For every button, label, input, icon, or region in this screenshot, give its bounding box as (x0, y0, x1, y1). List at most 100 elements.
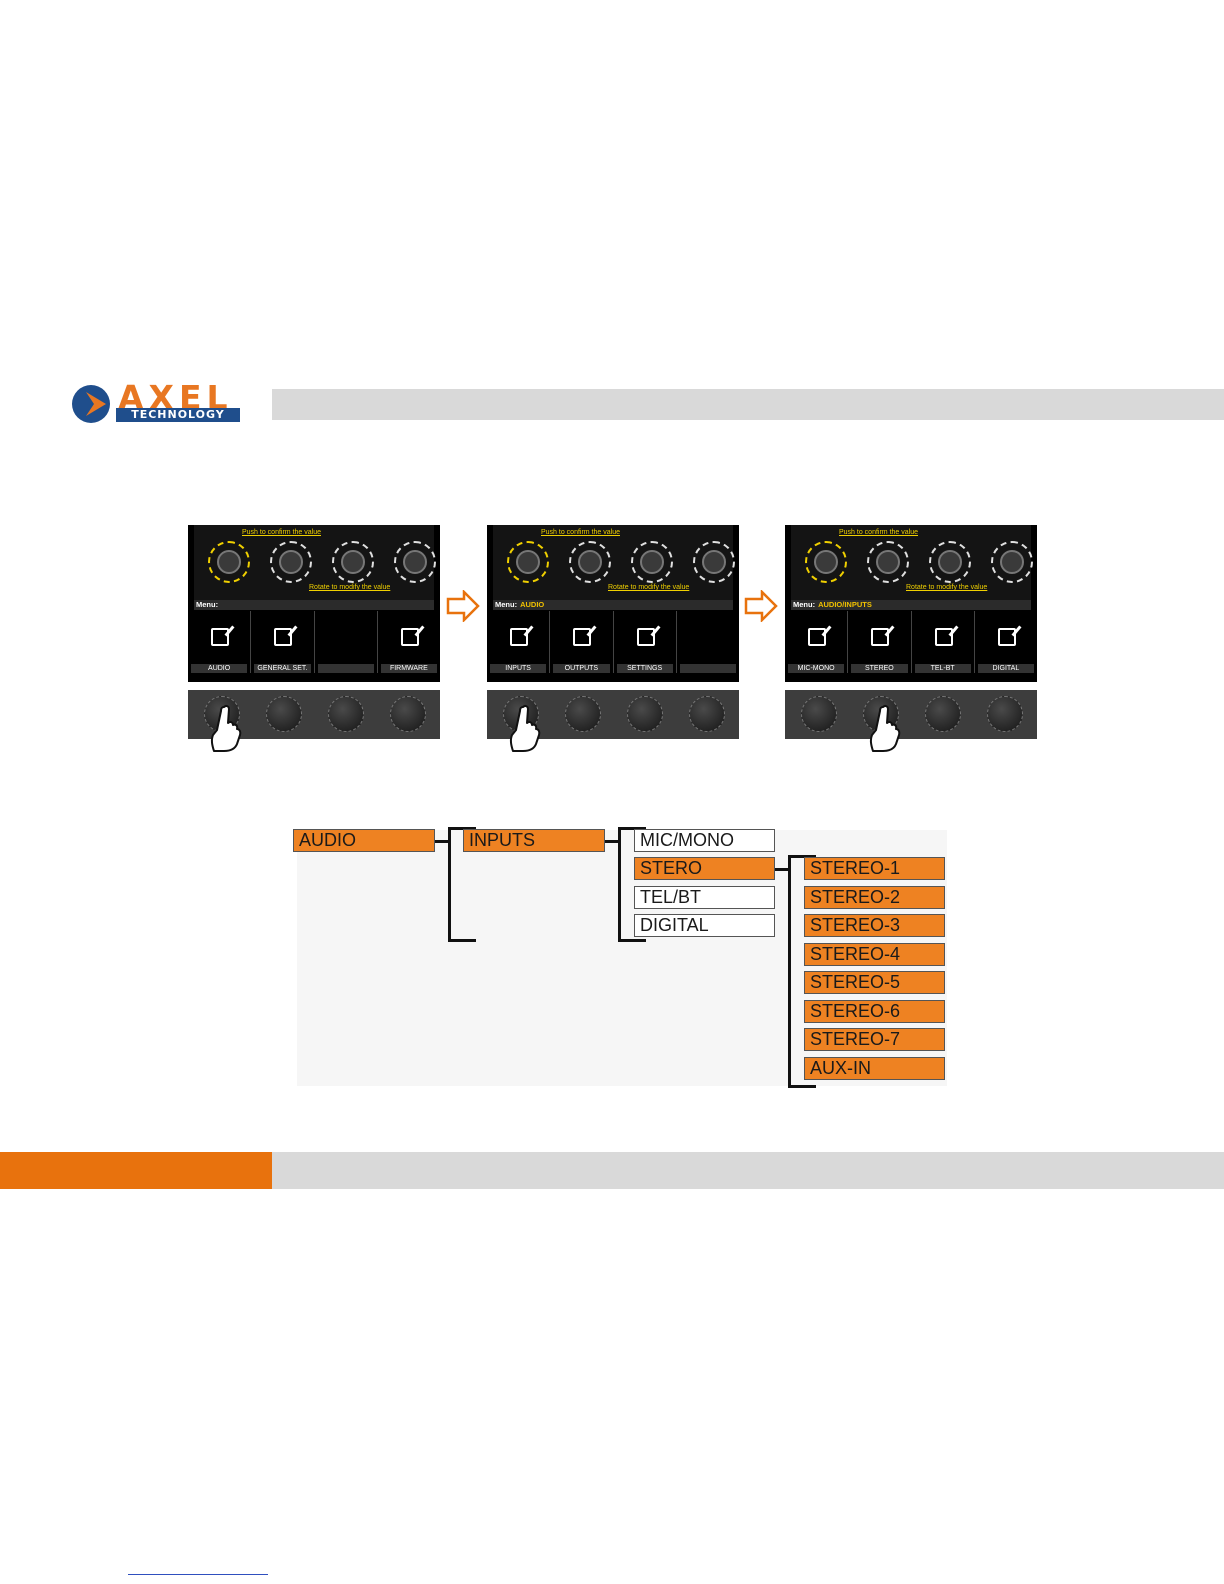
screen-knob-icon (991, 541, 1033, 583)
hardware-knob[interactable] (565, 696, 601, 732)
screen-knob-icon (208, 541, 250, 583)
tree-node-tel-bt: TEL/BT (634, 886, 775, 909)
hardware-knob[interactable] (987, 696, 1023, 732)
menu-cell[interactable]: STEREO (848, 611, 911, 673)
menu-cell-label: FIRMWARE (381, 664, 437, 673)
edit-icon (211, 628, 229, 646)
tree-bracket (788, 855, 791, 1088)
screen-knob-icon (569, 541, 611, 583)
screen-knob-icon (805, 541, 847, 583)
edit-icon (510, 628, 528, 646)
hardware-knob[interactable] (390, 696, 426, 732)
edit-icon (871, 628, 889, 646)
edit-icon (274, 628, 292, 646)
menu-cell[interactable]: OUTPUTS (550, 611, 613, 673)
menu-cells: INPUTS OUTPUTS SETTINGS (487, 611, 739, 673)
screen-knob-icon (867, 541, 909, 583)
push-hint: Push to confirm the value (242, 529, 321, 536)
hardware-knob[interactable] (925, 696, 961, 732)
menu-line: Menu:AUDIO/INPUTS (791, 600, 1031, 610)
pointing-hand-icon (507, 704, 541, 752)
hardware-knob[interactable] (627, 696, 663, 732)
menu-path: AUDIO (520, 600, 544, 609)
footer-bar (272, 1152, 1224, 1189)
menu-cell (315, 611, 378, 673)
menu-cell[interactable]: DIGITAL (975, 611, 1037, 673)
menu-cells: MIC-MONO STEREO TEL-BT DIGITAL (785, 611, 1037, 673)
menu-cell-label: MIC-MONO (788, 664, 844, 673)
hardware-knob[interactable] (689, 696, 725, 732)
menu-path: AUDIO/INPUTS (818, 600, 872, 609)
tree-node-aux-in: AUX-IN (804, 1057, 945, 1080)
edit-icon (935, 628, 953, 646)
edit-icon (808, 628, 826, 646)
tree-node-stereo-7: STEREO-7 (804, 1028, 945, 1051)
screen-knob-icon (270, 541, 312, 583)
menu-cell-label: GENERAL SET. (254, 664, 310, 673)
logo-mark-icon (70, 382, 114, 426)
menu-cell[interactable]: FIRMWARE (378, 611, 440, 673)
screen-knob-icon (507, 541, 549, 583)
tree-connector (775, 868, 789, 871)
menu-line: Menu: (194, 600, 434, 610)
tree-node-stereo-6: STEREO-6 (804, 1000, 945, 1023)
menu-cell[interactable]: INPUTS (487, 611, 550, 673)
footer-link-underline (128, 1574, 268, 1575)
edit-icon (401, 628, 419, 646)
menu-cell-label: AUDIO (191, 664, 247, 673)
tree-connector (605, 840, 619, 843)
flow-arrow-icon (744, 590, 778, 622)
menu-cell-label (680, 664, 736, 673)
axel-technology-logo: AXEL TECHNOLOGY (70, 382, 242, 426)
menu-cell[interactable]: MIC-MONO (785, 611, 848, 673)
menu-cell-label: SETTINGS (617, 664, 673, 673)
menu-cell (677, 611, 739, 673)
menu-cell[interactable]: GENERAL SET. (251, 611, 314, 673)
push-hint: Push to confirm the value (839, 529, 918, 536)
menu-cell[interactable]: TEL-BT (912, 611, 975, 673)
edit-icon (637, 628, 655, 646)
screen-knob-icon (332, 541, 374, 583)
logo-subtitle: TECHNOLOGY (116, 408, 240, 422)
edit-icon (573, 628, 591, 646)
screen-knob-icon (693, 541, 735, 583)
tree-bracket (618, 939, 646, 942)
header-bar (272, 389, 1224, 420)
footer-accent-bar (0, 1152, 272, 1189)
push-hint: Push to confirm the value (541, 529, 620, 536)
menu-label: Menu: (793, 600, 815, 609)
pointing-hand-icon (208, 704, 242, 752)
tree-bracket (448, 827, 451, 942)
hardware-knob[interactable] (801, 696, 837, 732)
menu-cells: AUDIO GENERAL SET. FIRMWARE (188, 611, 440, 673)
menu-cell[interactable]: SETTINGS (614, 611, 677, 673)
tree-node-stereo-2: STEREO-2 (804, 886, 945, 909)
tree-node-stero: STERO (634, 857, 775, 880)
screen-knob-icon (631, 541, 673, 583)
tree-bracket (788, 1085, 816, 1088)
menu-cell-label (318, 664, 374, 673)
hardware-knob-strip (785, 690, 1037, 739)
rotate-hint: Rotate to modify the value (906, 584, 987, 591)
tree-node-stereo-1: STEREO-1 (804, 857, 945, 880)
tree-node-stereo-5: STEREO-5 (804, 971, 945, 994)
menu-label: Menu: (495, 600, 517, 609)
rotate-hint: Rotate to modify the value (608, 584, 689, 591)
tree-node-audio: AUDIO (293, 829, 435, 852)
menu-label: Menu: (196, 600, 218, 609)
menu-cell[interactable]: AUDIO (188, 611, 251, 673)
menu-cell-label: INPUTS (490, 664, 546, 673)
tree-node-stereo-4: STEREO-4 (804, 943, 945, 966)
hardware-knob[interactable] (266, 696, 302, 732)
menu-cell-label: OUTPUTS (553, 664, 609, 673)
tree-bracket (618, 827, 621, 942)
menu-cell-label: DIGITAL (978, 664, 1034, 673)
menu-cell-label: TEL-BT (915, 664, 971, 673)
hardware-knob[interactable] (328, 696, 364, 732)
tree-node-inputs: INPUTS (463, 829, 605, 852)
tree-connector (435, 840, 449, 843)
tree-bracket (448, 939, 476, 942)
